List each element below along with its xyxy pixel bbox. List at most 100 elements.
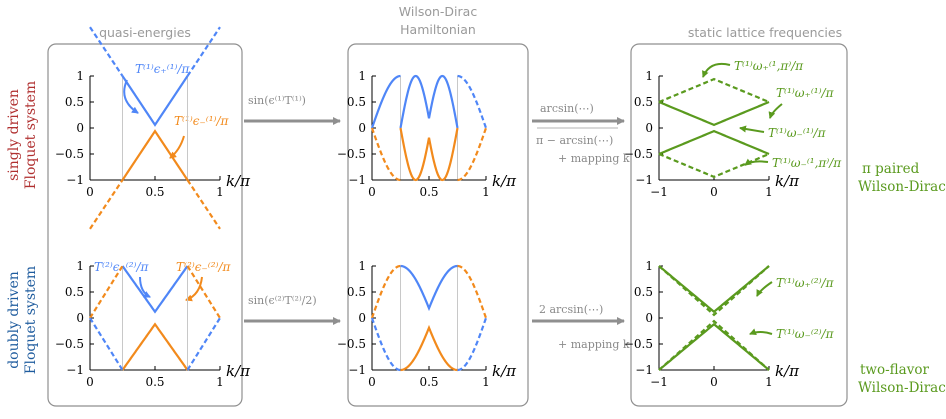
bl-orange-dashed-left	[89, 265, 124, 319]
tr-green-minus	[658, 129, 770, 156]
header-quasi-energies: quasi-energies	[99, 25, 191, 40]
pointer-bl-minus	[185, 276, 203, 302]
plot-br-ytick-label: 1	[645, 259, 653, 273]
bm-orange-solid	[400, 324, 458, 372]
plot-tm-ytick-label: −1	[348, 173, 366, 187]
plot-tr-xtick-label: −1	[650, 185, 668, 199]
op-bottom-left: sin(ϵ⁽²⁾T⁽²⁾/2)	[248, 294, 317, 307]
plot-br-ytick-label: 0	[645, 311, 653, 325]
plot-tr-xtick-label: 1	[765, 185, 773, 199]
label-tr-4: T⁽¹⁾ω₋⁽¹,π⁾/π	[772, 156, 842, 170]
pointer-tr-4	[744, 158, 769, 166]
op-bottom-right-2: + mapping k	[558, 338, 630, 351]
plot-tl-xlabel: k/π	[226, 172, 251, 190]
plot-bm-xlabel: k/π	[492, 362, 517, 380]
op-top-right-1: arcsin(⋯)	[540, 102, 594, 115]
plot-tl-ytick-label: −1	[66, 173, 84, 187]
bl-orange-solid	[121, 322, 189, 371]
side-label-doubly-line1: doubly driven	[6, 271, 22, 369]
plot-bl-xtick-label: 0.5	[145, 375, 164, 389]
bm-blue-solid	[400, 264, 458, 312]
tr-green-plus	[658, 100, 770, 127]
plot-bm-xtick-label: 0.5	[419, 375, 438, 389]
plot-bm-ytick-label: 1	[358, 259, 366, 273]
bl-orange-dashed-right	[186, 265, 221, 319]
tl-orange-dashed-right	[186, 179, 221, 230]
tm-orange-right	[457, 127, 488, 182]
plot-tl-xtick-label: 0	[86, 185, 94, 199]
plot-bm-ytick-label: −0.5	[337, 337, 366, 351]
plot-bm-xtick-label: 1	[482, 375, 490, 389]
bl-blue-solid	[121, 265, 189, 314]
plot-bl-ytick-label: 0	[76, 311, 84, 325]
plot-tm-xtick-label: 0.5	[419, 185, 438, 199]
plot-br-xlabel: k/π	[775, 362, 800, 380]
plot-tm-xtick-label: 1	[482, 185, 490, 199]
plot-bm-ytick-label: 0	[358, 311, 366, 325]
pointer-tr-2	[768, 103, 783, 119]
br-green-minus-solid	[658, 322, 770, 371]
plot-br-ytick-label: 0.5	[634, 285, 653, 299]
plot-bm-ytick-label: −1	[348, 363, 366, 377]
plot-bl-ytick-label: −1	[66, 363, 84, 377]
header-wilson-dirac-line2: Hamiltonian	[400, 22, 476, 37]
bm-blue-left	[370, 317, 401, 372]
tm-blue-left	[370, 74, 401, 129]
tm-blue-right	[457, 74, 488, 129]
plot-bl-xtick-label: 1	[216, 375, 224, 389]
right-label-two-flavor: two-flavor	[860, 362, 929, 378]
tl-orange-solid	[121, 129, 189, 181]
plot-bm-ytick-label: 0.5	[347, 285, 366, 299]
pointer-tr-1	[702, 62, 731, 78]
plot-tr-xtick-label: 0	[710, 185, 718, 199]
op-top-left: sin(ϵ⁽¹⁾T⁽¹⁾)	[248, 94, 306, 107]
label-tr-2: T⁽¹⁾ω₊⁽¹⁾/π	[776, 86, 835, 100]
pointer-tl-plus	[123, 79, 139, 114]
tl-blue-dashed-right	[186, 26, 221, 77]
label-bl-minus: T⁽²⁾ϵ₋⁽²⁾/π	[176, 260, 232, 274]
label-br-2: T⁽¹⁾ω₋⁽²⁾/π	[776, 327, 835, 341]
header-wilson-dirac-line1: Wilson-Dirac	[399, 4, 478, 19]
tl-blue-dashed-left	[89, 26, 124, 77]
pointer-br-1	[756, 281, 773, 297]
plot-br-xtick-label: 1	[765, 375, 773, 389]
pointer-br-2	[749, 328, 773, 336]
op-top-right-2: π − arcsin(⋯)	[536, 134, 613, 147]
plot-tr-ytick-label: 1	[645, 69, 653, 83]
tm-blue-solid	[399, 74, 459, 129]
plot-tl-ytick-label: 1	[76, 69, 84, 83]
plot-bl-xlabel: k/π	[226, 362, 251, 380]
right-label-pi-paired: π paired	[862, 161, 920, 177]
side-label-singly-line2: Floquet system	[23, 81, 39, 189]
plot-br-ytick-label: −0.5	[624, 337, 653, 351]
plot-bl-ytick-label: 1	[76, 259, 84, 273]
br-green-plus-dashed	[658, 265, 770, 317]
plot-tr-ytick-label: 0	[645, 121, 653, 135]
tm-orange-left	[370, 127, 401, 182]
label-tr-3: T⁽¹⁾ω₋⁽¹⁾/π	[768, 126, 827, 140]
plot-tr-ytick-label: −0.5	[624, 147, 653, 161]
plot-tl-xtick-label: 1	[216, 185, 224, 199]
tl-blue-solid	[121, 75, 189, 127]
pointer-tl-minus	[169, 135, 185, 159]
label-tl-minus: T⁽¹⁾ϵ₋⁽¹⁾/π	[174, 114, 230, 128]
plot-tm-ytick-label: 0	[358, 121, 366, 135]
bm-blue-right	[457, 317, 488, 372]
pointer-bl-plus	[139, 276, 151, 298]
bl-blue-dashed-left	[89, 317, 124, 371]
tl-orange-dashed-left	[89, 179, 124, 230]
plot-tl-xtick-label: 0.5	[145, 185, 164, 199]
label-tl-plus: T⁽¹⁾ϵ₊⁽¹⁾/π	[135, 62, 191, 76]
tr-green-plus-pi	[658, 77, 770, 104]
plot-tr-ytick-label: 0.5	[634, 95, 653, 109]
plot-tl-ytick-label: −0.5	[55, 147, 84, 161]
plot-tm-ytick-label: 0.5	[347, 95, 366, 109]
plot-tr-xlabel: k/π	[775, 172, 800, 190]
plot-bl-ytick-label: −0.5	[55, 337, 84, 351]
plot-tm-ytick-label: 1	[358, 69, 366, 83]
br-green-plus-solid	[658, 265, 770, 314]
panel-quasi-energies	[47, 43, 243, 407]
side-label-doubly-line2: Floquet system	[23, 266, 39, 374]
plot-tl-ytick-label: 0	[76, 121, 84, 135]
